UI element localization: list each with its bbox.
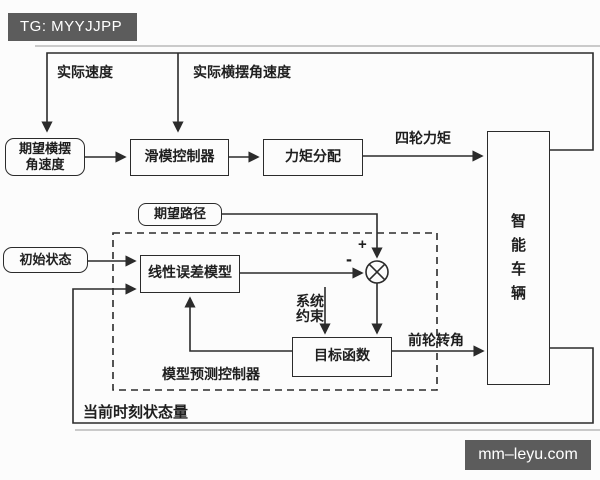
- node-intelligent-vehicle: 智能车辆: [487, 131, 550, 385]
- node-sliding-mode-controller: 滑模控制器: [130, 139, 229, 176]
- site-watermark: mm–leyu.com: [465, 440, 591, 470]
- node-desired-yaw-rate-line2: 角速度: [25, 157, 65, 172]
- node-linear-error-model: 线性误差模型: [140, 255, 240, 293]
- label-four-wheel-torque: 四轮力矩: [395, 132, 451, 147]
- node-desired-yaw-rate-line1: 期望横摆: [18, 140, 71, 156]
- node-desired-yaw-rate: 期望横摆 角速度: [5, 138, 85, 176]
- node-torque-distribution: 力矩分配: [263, 139, 363, 176]
- minus-sign: -: [346, 249, 352, 269]
- label-system-constraints: 系统 约束: [296, 295, 324, 325]
- signal-arrows: [41, 52, 594, 424]
- node-objective-function: 目标函数: [292, 337, 392, 377]
- mpc-dashed-boundary: [112, 232, 438, 391]
- label-actual-yaw-rate: 实际横摆角速度: [193, 66, 291, 81]
- label-front-wheel-angle: 前轮转角: [408, 334, 464, 349]
- plus-sign: +: [358, 236, 367, 253]
- page-separator-lines: [35, 45, 600, 431]
- label-actual-speed: 实际速度: [57, 66, 113, 81]
- label-mpc-controller: 模型预测控制器: [162, 368, 260, 383]
- label-system-constraints-line1: 系统: [296, 295, 324, 310]
- tg-badge: TG: MYYJJPP: [8, 13, 137, 41]
- node-initial-state: 初始状态: [3, 247, 88, 273]
- node-desired-path: 期望路径: [138, 203, 222, 226]
- label-system-constraints-line2: 约束: [296, 310, 324, 325]
- summing-junction-icon: [365, 260, 389, 284]
- label-current-state: 当前时刻状态量: [83, 405, 189, 421]
- node-intelligent-vehicle-label: 智能车辆: [511, 214, 527, 302]
